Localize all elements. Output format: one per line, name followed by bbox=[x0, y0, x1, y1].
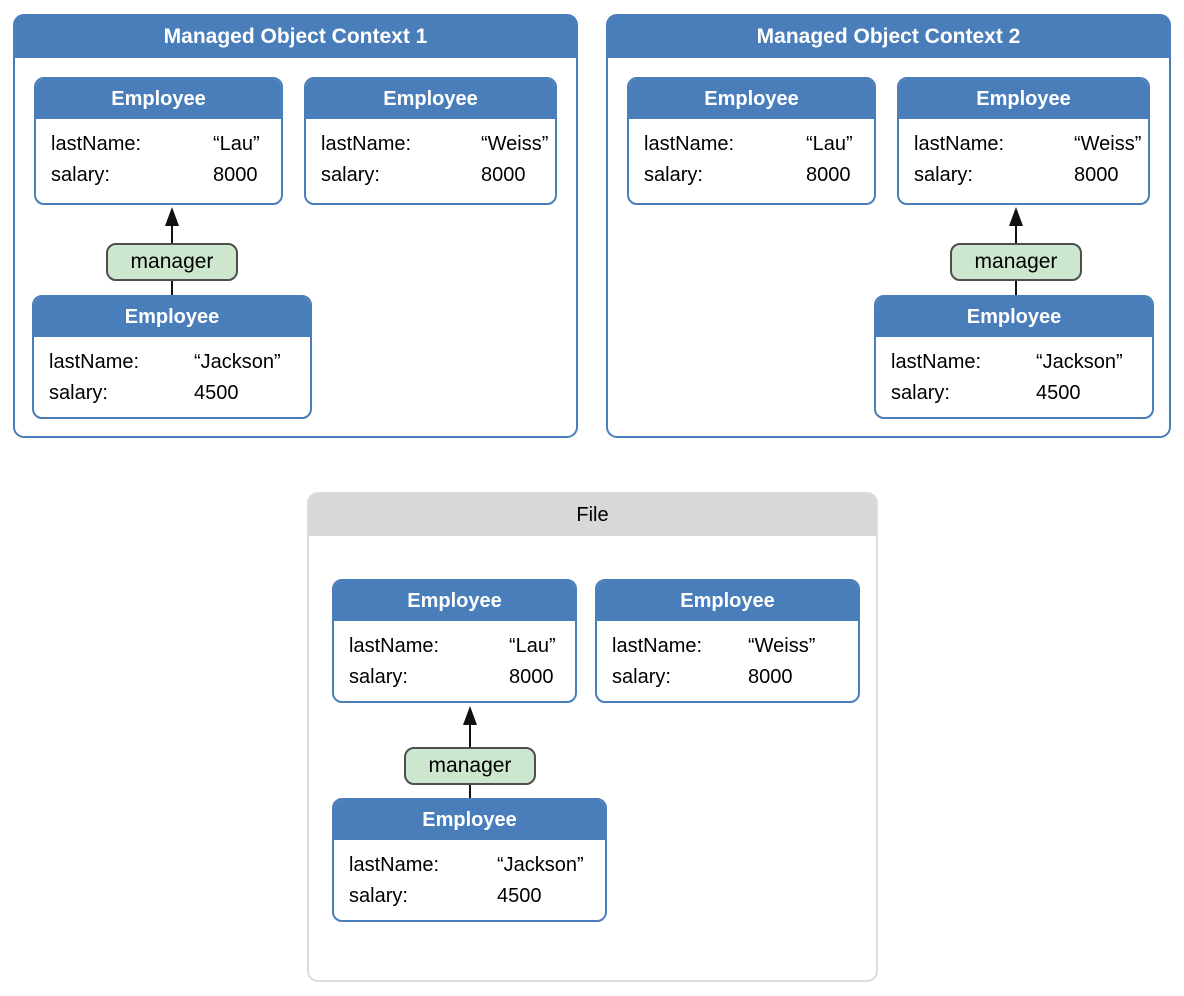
attribute-row: salary: 4500 bbox=[49, 378, 310, 409]
connector-line bbox=[171, 222, 173, 243]
employee-card-weiss: Employee lastName: “Weiss” salary: 8000 bbox=[595, 579, 860, 703]
connector-line bbox=[469, 721, 471, 747]
entity-card-body: lastName: “Weiss” salary: 8000 bbox=[306, 119, 555, 191]
attribute-row: lastName: “Weiss” bbox=[612, 631, 858, 662]
attribute-row: salary: 4500 bbox=[349, 881, 605, 912]
attribute-label: lastName: bbox=[891, 351, 982, 373]
connector-line bbox=[469, 785, 471, 798]
entity-card-title: Employee bbox=[629, 79, 874, 119]
attribute-label: salary: bbox=[51, 164, 110, 186]
employee-card-weiss: Employee lastName: “Weiss” salary: 8000 bbox=[897, 77, 1150, 205]
entity-card-body: lastName: “Weiss” salary: 8000 bbox=[597, 621, 858, 693]
attribute-label: lastName: bbox=[349, 854, 440, 876]
attribute-label: lastName: bbox=[49, 351, 140, 373]
attribute-value: 8000 bbox=[806, 164, 851, 186]
attribute-label: salary: bbox=[612, 666, 671, 688]
manager-relationship-pill: manager bbox=[950, 243, 1082, 281]
entity-card-body: lastName: “Lau” salary: 8000 bbox=[629, 119, 874, 191]
attribute-value: “Jackson” bbox=[1036, 351, 1123, 373]
employee-card-jackson: Employee lastName: “Jackson” salary: 450… bbox=[32, 295, 312, 419]
attribute-value: “Weiss” bbox=[1074, 133, 1142, 155]
attribute-row: salary: 8000 bbox=[914, 160, 1148, 191]
employee-card-jackson: Employee lastName: “Jackson” salary: 450… bbox=[874, 295, 1154, 419]
attribute-row: lastName: “Weiss” bbox=[914, 129, 1148, 160]
attribute-row: lastName: “Jackson” bbox=[49, 347, 310, 378]
panel-title: Managed Object Context 1 bbox=[15, 16, 576, 58]
attribute-value: 8000 bbox=[748, 666, 793, 688]
attribute-label: lastName: bbox=[612, 635, 703, 657]
entity-card-title: Employee bbox=[899, 79, 1148, 119]
attribute-value: “Jackson” bbox=[194, 351, 281, 373]
attribute-label: salary: bbox=[891, 382, 950, 404]
entity-card-title: Employee bbox=[34, 297, 310, 337]
manager-relationship-pill: manager bbox=[106, 243, 238, 281]
arrow-up-icon bbox=[463, 706, 477, 725]
attribute-value: 8000 bbox=[213, 164, 258, 186]
attribute-value: “Lau” bbox=[806, 133, 853, 155]
attribute-row: lastName: “Jackson” bbox=[891, 347, 1152, 378]
employee-card-lau: Employee lastName: “Lau” salary: 8000 bbox=[34, 77, 283, 205]
attribute-row: lastName: “Weiss” bbox=[321, 129, 555, 160]
attribute-label: salary: bbox=[321, 164, 380, 186]
entity-card-body: lastName: “Jackson” salary: 4500 bbox=[876, 337, 1152, 409]
attribute-value: 8000 bbox=[481, 164, 526, 186]
attribute-label: salary: bbox=[49, 382, 108, 404]
entity-card-title: Employee bbox=[597, 581, 858, 621]
attribute-label: salary: bbox=[644, 164, 703, 186]
manager-relationship-pill: manager bbox=[404, 747, 536, 785]
attribute-value: 8000 bbox=[509, 666, 554, 688]
attribute-value: “Weiss” bbox=[748, 635, 816, 657]
connector-line bbox=[1015, 281, 1017, 295]
panel-title: Managed Object Context 2 bbox=[608, 16, 1169, 58]
attribute-label: lastName: bbox=[321, 133, 412, 155]
attribute-label: lastName: bbox=[349, 635, 440, 657]
attribute-row: lastName: “Lau” bbox=[51, 129, 281, 160]
attribute-label: lastName: bbox=[51, 133, 142, 155]
employee-card-jackson: Employee lastName: “Jackson” salary: 450… bbox=[332, 798, 607, 922]
arrow-up-icon bbox=[1009, 207, 1023, 226]
entity-card-body: lastName: “Jackson” salary: 4500 bbox=[34, 337, 310, 409]
attribute-row: salary: 8000 bbox=[644, 160, 874, 191]
attribute-value: 4500 bbox=[194, 382, 239, 404]
entity-card-body: lastName: “Lau” salary: 8000 bbox=[36, 119, 281, 191]
file-panel: File Employee lastName: “Lau” salary: 80… bbox=[307, 492, 878, 982]
attribute-label: salary: bbox=[349, 885, 408, 907]
managed-object-context-1-panel: Managed Object Context 1 Employee lastNa… bbox=[13, 14, 578, 438]
attribute-row: salary: 8000 bbox=[321, 160, 555, 191]
attribute-value: “Jackson” bbox=[497, 854, 584, 876]
managed-object-context-2-panel: Managed Object Context 2 Employee lastNa… bbox=[606, 14, 1171, 438]
employee-card-weiss: Employee lastName: “Weiss” salary: 8000 bbox=[304, 77, 557, 205]
entity-card-body: lastName: “Lau” salary: 8000 bbox=[334, 621, 575, 693]
attribute-label: lastName: bbox=[644, 133, 735, 155]
entity-card-title: Employee bbox=[876, 297, 1152, 337]
attribute-row: salary: 8000 bbox=[349, 662, 575, 693]
attribute-row: lastName: “Lau” bbox=[644, 129, 874, 160]
attribute-row: lastName: “Jackson” bbox=[349, 850, 605, 881]
entity-card-title: Employee bbox=[36, 79, 281, 119]
entity-card-body: lastName: “Jackson” salary: 4500 bbox=[334, 840, 605, 912]
entity-card-title: Employee bbox=[334, 800, 605, 840]
attribute-row: salary: 8000 bbox=[51, 160, 281, 191]
attribute-row: salary: 8000 bbox=[612, 662, 858, 693]
attribute-value: 4500 bbox=[497, 885, 542, 907]
employee-card-lau: Employee lastName: “Lau” salary: 8000 bbox=[332, 579, 577, 703]
connector-line bbox=[1015, 222, 1017, 243]
attribute-value: “Lau” bbox=[509, 635, 556, 657]
employee-card-lau: Employee lastName: “Lau” salary: 8000 bbox=[627, 77, 876, 205]
attribute-value: “Weiss” bbox=[481, 133, 549, 155]
attribute-label: lastName: bbox=[914, 133, 1005, 155]
attribute-row: salary: 4500 bbox=[891, 378, 1152, 409]
attribute-value: 4500 bbox=[1036, 382, 1081, 404]
attribute-value: “Lau” bbox=[213, 133, 260, 155]
attribute-label: salary: bbox=[914, 164, 973, 186]
arrow-up-icon bbox=[165, 207, 179, 226]
connector-line bbox=[171, 281, 173, 295]
attribute-value: 8000 bbox=[1074, 164, 1119, 186]
entity-card-title: Employee bbox=[334, 581, 575, 621]
attribute-row: lastName: “Lau” bbox=[349, 631, 575, 662]
entity-card-body: lastName: “Weiss” salary: 8000 bbox=[899, 119, 1148, 191]
entity-card-title: Employee bbox=[306, 79, 555, 119]
panel-title: File bbox=[309, 494, 876, 536]
attribute-label: salary: bbox=[349, 666, 408, 688]
